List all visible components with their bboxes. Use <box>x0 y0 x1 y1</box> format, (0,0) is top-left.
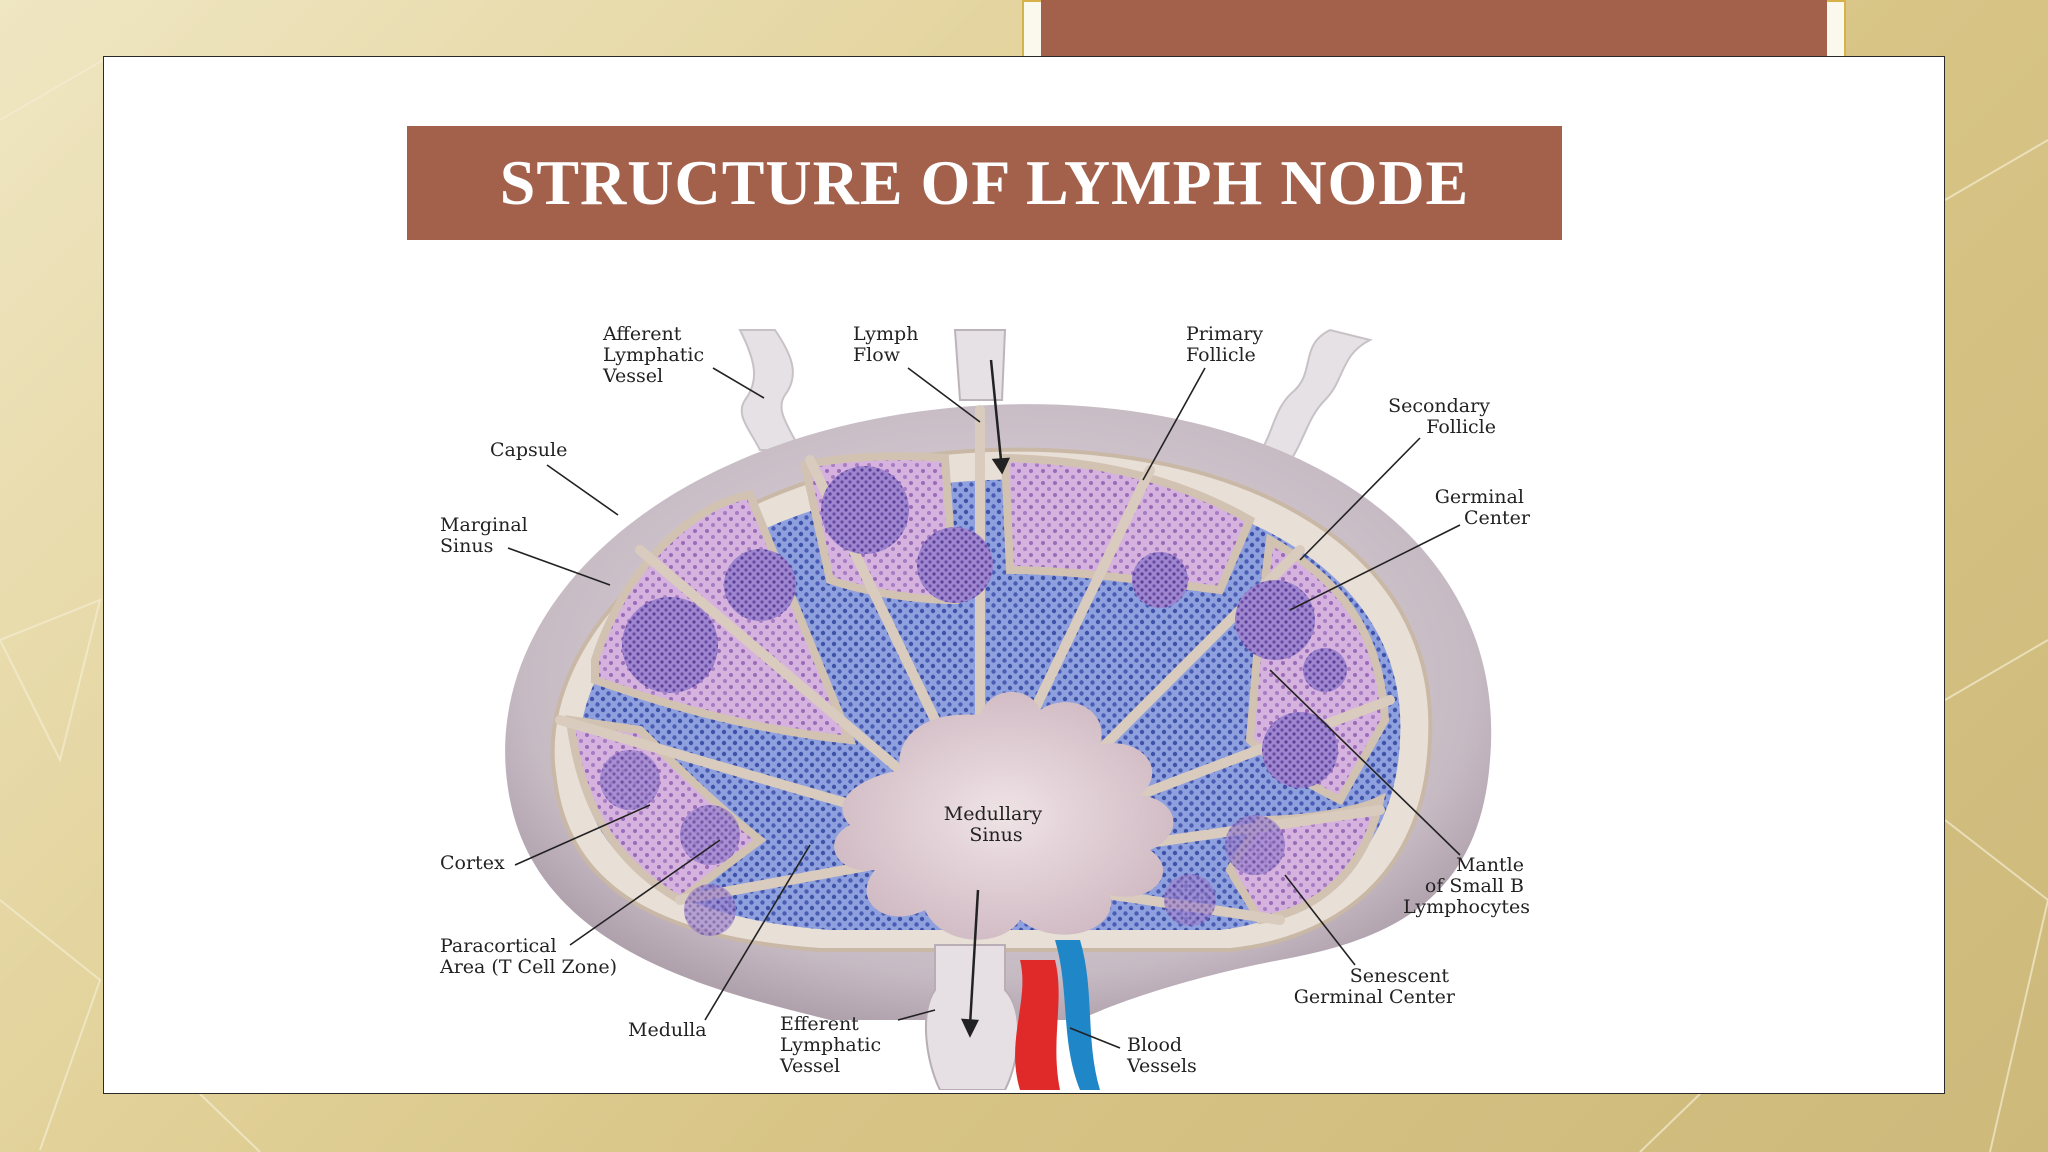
follicle <box>680 805 740 865</box>
label-marginal-sinus: Marginal Sinus <box>440 514 534 557</box>
label-medullary-sinus: Medullary Sinus <box>944 803 1048 846</box>
label-mantle: Mantle of Small B Lymphocytes <box>1403 854 1530 918</box>
lymph-flow-arrows <box>960 359 1011 1038</box>
label-efferent-vessel: Efferent Lymphatic Vessel <box>779 1013 887 1077</box>
follicle <box>1303 648 1347 692</box>
label-lymph-flow: Lymph Flow <box>853 323 924 366</box>
lymph-node-diagram: Afferent Lymphatic Vessel Lymph Flow Pri… <box>439 323 1531 1090</box>
follicle <box>1132 552 1188 608</box>
label-senescent-germinal-center: Senescent Germinal Center <box>1294 965 1456 1008</box>
senescent-germinal-center <box>1225 815 1285 875</box>
medullary-sinus <box>834 691 1174 940</box>
slide-title: STRUCTURE OF LYMPH NODE <box>407 126 1562 240</box>
secondary-follicle-germinal-center <box>1235 580 1315 660</box>
follicle <box>1164 874 1216 926</box>
follicle <box>821 466 909 554</box>
label-germinal-center: Germinal Center <box>1435 486 1531 529</box>
follicle <box>600 750 660 810</box>
label-cortex: Cortex <box>440 852 505 874</box>
label-capsule: Capsule <box>490 439 567 461</box>
artery <box>1015 960 1060 1090</box>
primary-follicle <box>622 597 718 693</box>
label-blood-vessels: Blood Vessels <box>1126 1034 1197 1077</box>
vein <box>1055 940 1100 1090</box>
follicle <box>724 549 796 621</box>
label-paracortical-area: Paracortical Area (T Cell Zone) <box>439 935 617 978</box>
label-medulla: Medulla <box>628 1019 707 1041</box>
follicle <box>1262 712 1338 788</box>
label-afferent-vessel: Afferent Lymphatic Vessel <box>602 323 710 387</box>
follicle <box>684 884 736 936</box>
label-secondary-follicle: Secondary Follicle <box>1388 395 1496 438</box>
follicle <box>917 527 993 603</box>
leader-lines <box>507 367 1461 1049</box>
diagram-labels: Afferent Lymphatic Vessel Lymph Flow Pri… <box>439 323 1531 1077</box>
efferent-vessel <box>925 944 1020 1090</box>
afferent-vessel-top <box>953 329 1007 401</box>
label-primary-follicle: Primary Follicle <box>1186 323 1269 366</box>
